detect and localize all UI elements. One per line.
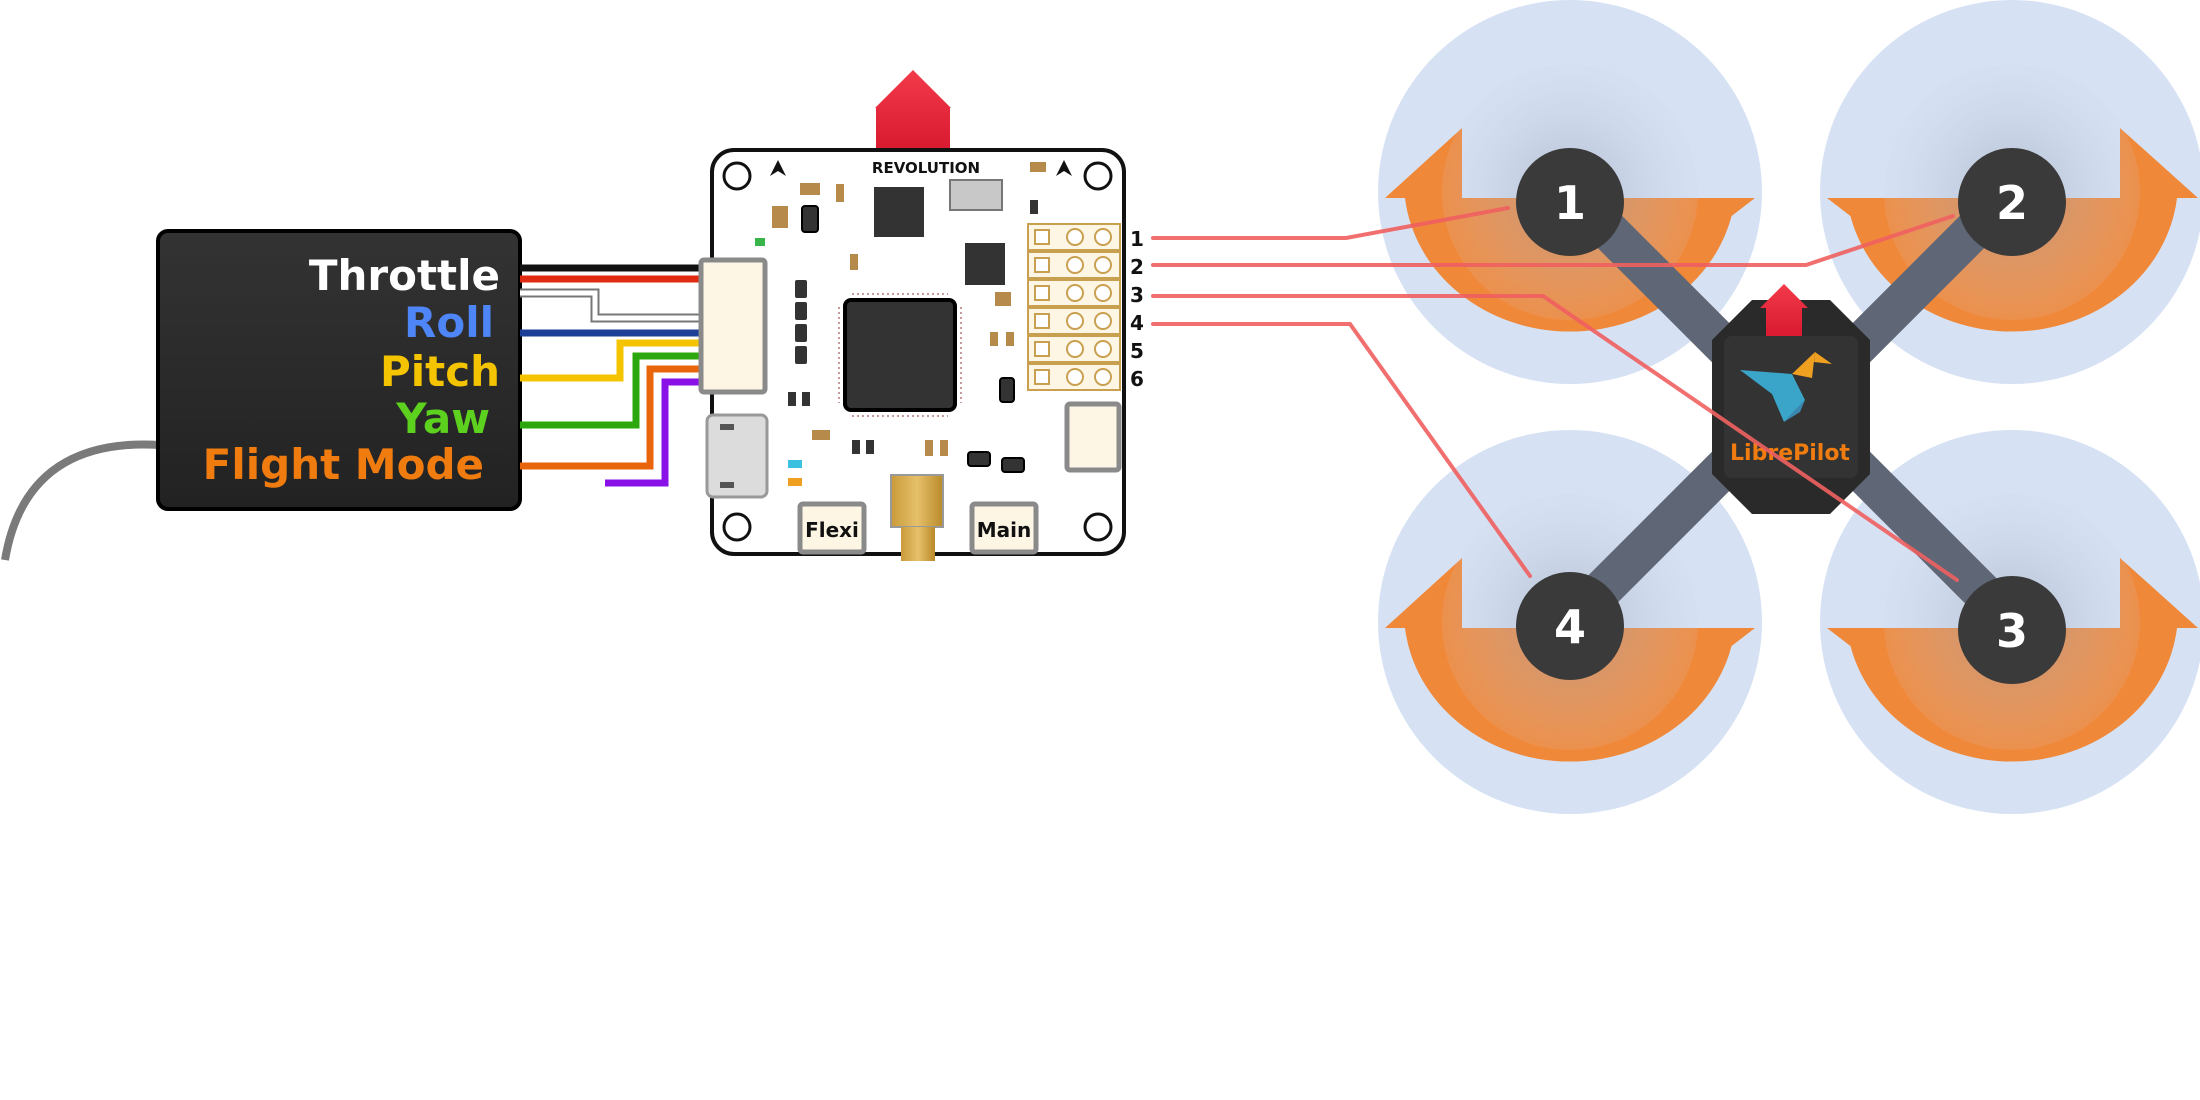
output-pin-label-4: 4 [1130, 311, 1144, 335]
receiver-connector [698, 257, 768, 395]
output-pin-label-2: 2 [1130, 255, 1144, 279]
sensor-chip-1 [874, 187, 924, 237]
output-pins [1034, 228, 1112, 386]
flexi-port [797, 501, 867, 555]
processor-chip [843, 298, 957, 412]
flexi-port-label: Flexi [805, 518, 859, 542]
motor-label-4: 4 [1554, 600, 1586, 654]
receiver-wires [520, 264, 700, 487]
wire-extra [605, 378, 700, 487]
motor-wire-2 [1151, 214, 1955, 267]
output-header [1027, 223, 1121, 391]
main-port [969, 501, 1039, 555]
main-port-label: Main [977, 518, 1032, 542]
antenna-connector-stem [901, 527, 935, 561]
board-forward-arrow [875, 70, 951, 150]
usb-pin [720, 482, 734, 488]
quad-forward-arrow [1760, 284, 1808, 336]
antenna-connector [890, 474, 944, 528]
output-pin-label-3: 3 [1130, 283, 1144, 307]
quadcopter: LibrePilot 1 2 3 4 [1378, 0, 2200, 814]
motor-label-3: 3 [1996, 604, 2028, 658]
wire-pitch [520, 339, 700, 382]
librepilot-logo-text: LibrePilot [1730, 441, 1850, 466]
motor-hub-1 [1516, 148, 1624, 256]
motor-wire-4 [1151, 322, 1532, 578]
wire-throttle-signal-inner [520, 290, 700, 321]
antenna-cable [1, 440, 161, 561]
usb-port [705, 413, 769, 499]
mount-hole-tl [722, 161, 752, 191]
mount-hole-tr [1083, 161, 1113, 191]
motor-wires [1151, 206, 1959, 582]
board-brand: REVOLUTION [872, 159, 980, 177]
channel-pitch-label: Pitch [380, 347, 500, 396]
channel-roll-label: Roll [404, 298, 494, 347]
wire-flight-mode [520, 365, 700, 470]
orientation-mark-left [770, 160, 786, 176]
channel-throttle-label: Throttle [309, 251, 500, 300]
flight-controller: REVOLUTION [698, 70, 1144, 561]
output-pin-label-5: 5 [1130, 339, 1144, 363]
motor-hub-4 [1516, 572, 1624, 680]
output-pin-label-1: 1 [1130, 227, 1144, 251]
receiver: Throttle Roll Pitch Yaw Flight Mode [1, 229, 522, 561]
channel-flight-mode-label: Flight Mode [203, 440, 484, 489]
oscillator [949, 179, 1003, 211]
mount-hole-br [1083, 512, 1113, 542]
usb-pin [720, 424, 734, 430]
motor-label-1: 1 [1554, 176, 1586, 230]
output-pin-label-6: 6 [1130, 367, 1144, 391]
motor-wire-1 [1151, 206, 1510, 240]
sensor-chip-2 [965, 243, 1005, 285]
motor-wire-3 [1151, 294, 1959, 582]
orientation-mark-right [1056, 160, 1072, 176]
mount-hole-bl [722, 512, 752, 542]
channel-yaw-label: Yaw [395, 394, 490, 443]
motor-hub-2 [1958, 148, 2066, 256]
small-components [755, 162, 1046, 486]
motor-label-2: 2 [1996, 176, 2028, 230]
aux-connector [1064, 401, 1122, 473]
librepilot-logo-icon [1740, 352, 1832, 422]
wire-yaw [520, 352, 700, 429]
motor-hub-3 [1958, 576, 2066, 684]
receiver-body [156, 229, 522, 511]
wire-throttle-signal [520, 288, 700, 323]
